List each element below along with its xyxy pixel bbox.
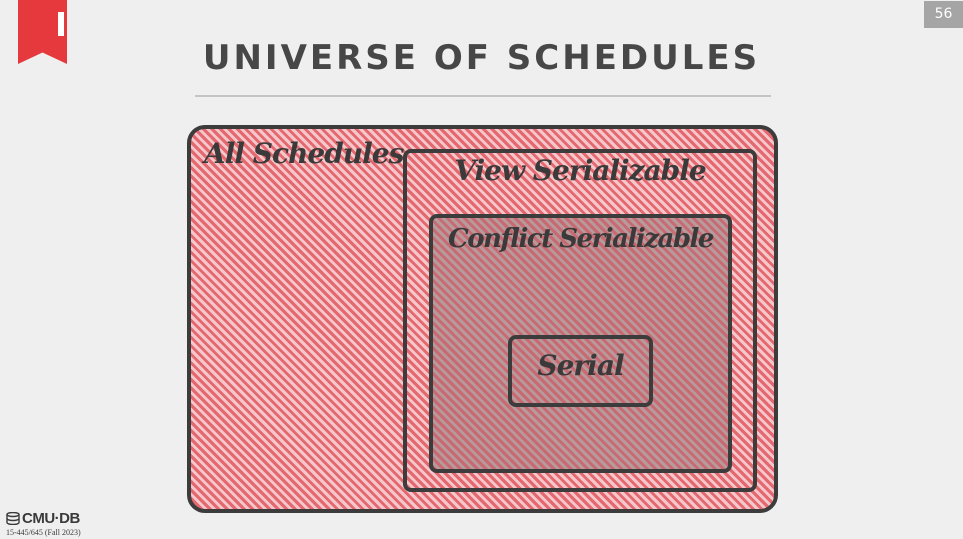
database-icon	[6, 512, 20, 525]
logo-text: CMU·DB	[22, 510, 80, 527]
label-conflict-serializable: Conflict Serializable	[448, 224, 714, 254]
course-label: 15-445/645 (Fall 2023)	[6, 528, 81, 537]
slide-title: UNIVERSE OF SCHEDULES	[202, 38, 761, 78]
set-serial	[508, 335, 653, 407]
slide-number: 56	[924, 1, 963, 28]
label-view-serializable: View Serializable	[454, 154, 706, 187]
title-divider	[195, 95, 771, 97]
label-serial: Serial	[537, 349, 624, 382]
bookmark-bar	[58, 12, 64, 36]
footer-logo: CMU·DB	[6, 510, 80, 527]
label-all-schedules: All Schedules	[204, 137, 404, 170]
